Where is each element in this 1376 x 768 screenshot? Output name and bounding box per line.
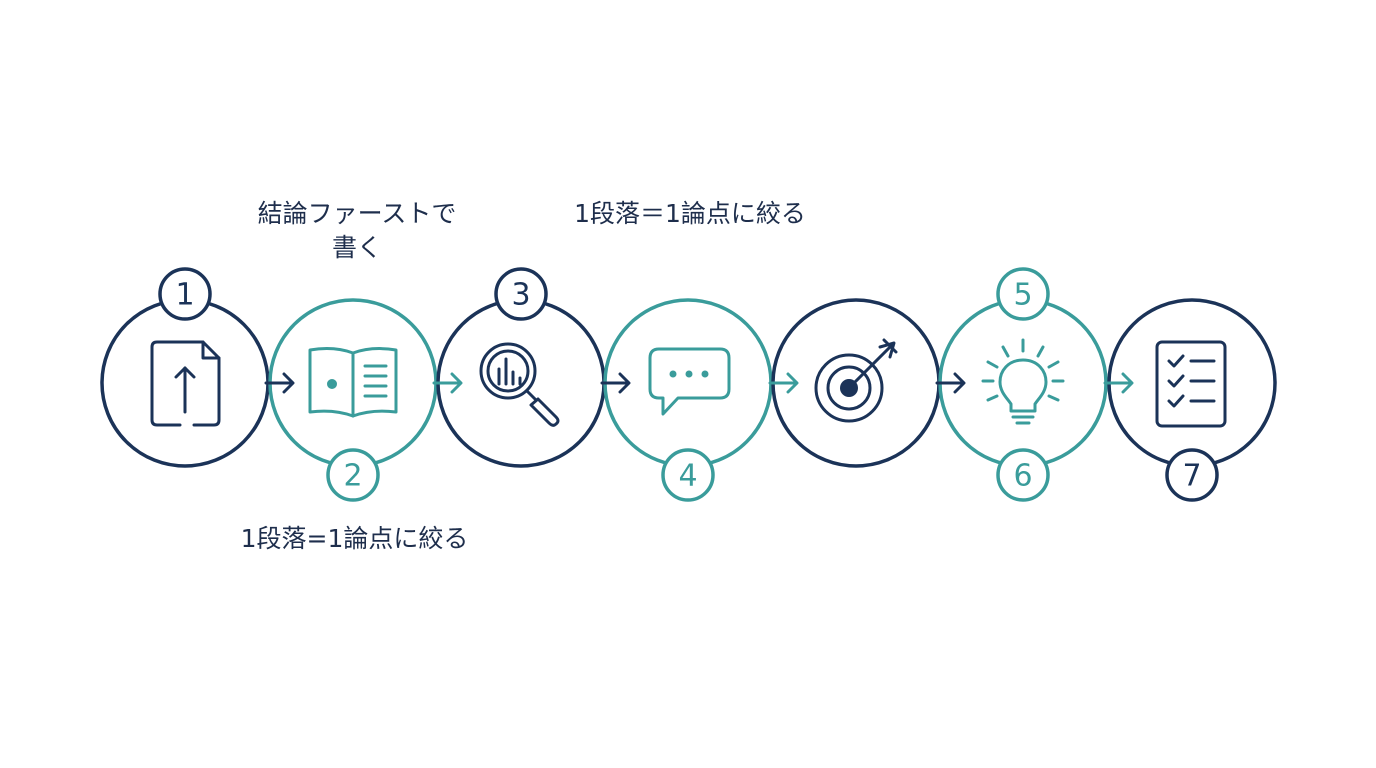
badge-step-5: 5 — [996, 267, 1050, 321]
caption-step2-top: 結論ファーストで 書く — [232, 197, 482, 265]
badge-step-3-number: 3 — [511, 278, 530, 313]
badge-step-2: 2 — [326, 448, 380, 502]
badge-step-2-number: 2 — [343, 459, 362, 494]
step-7-circle — [1107, 298, 1277, 468]
caption-step4-top: 1段落＝1論点に絞る — [574, 199, 806, 228]
badge-step-4: 4 — [661, 448, 715, 502]
arrow-2-3 — [432, 372, 463, 394]
document-upload-icon — [150, 340, 221, 427]
arrow-1-2 — [264, 372, 295, 394]
caption-step2-bottom: 1段落=1論点に絞る — [240, 524, 469, 553]
arrow-3-4 — [600, 372, 631, 394]
open-book-icon — [308, 347, 398, 418]
badge-step-7: 7 — [1165, 448, 1219, 502]
arrow-4-5 — [768, 372, 799, 394]
chat-bubble-icon — [648, 347, 731, 416]
caption-step2-top-line1: 結論ファーストで — [257, 199, 457, 228]
badge-step-7-number: 7 — [1182, 459, 1201, 494]
badge-step-3: 3 — [494, 267, 548, 321]
magnifier-chart-icon — [479, 342, 560, 427]
caption-step2-top-line2: 書く — [331, 233, 382, 262]
badge-step-6: 6 — [996, 448, 1050, 502]
target-arrow-icon — [814, 338, 898, 423]
arrow-5-6 — [935, 372, 966, 394]
arrow-6-7 — [1103, 372, 1134, 394]
badge-step-6-number: 6 — [1013, 459, 1032, 494]
badge-step-1: 1 — [158, 267, 212, 321]
checklist-icon — [1155, 340, 1227, 428]
lightbulb-icon — [981, 338, 1065, 425]
badge-step-4-number: 4 — [678, 459, 697, 494]
badge-step-5-number: 5 — [1013, 278, 1032, 313]
badge-step-1-number: 1 — [175, 278, 194, 313]
